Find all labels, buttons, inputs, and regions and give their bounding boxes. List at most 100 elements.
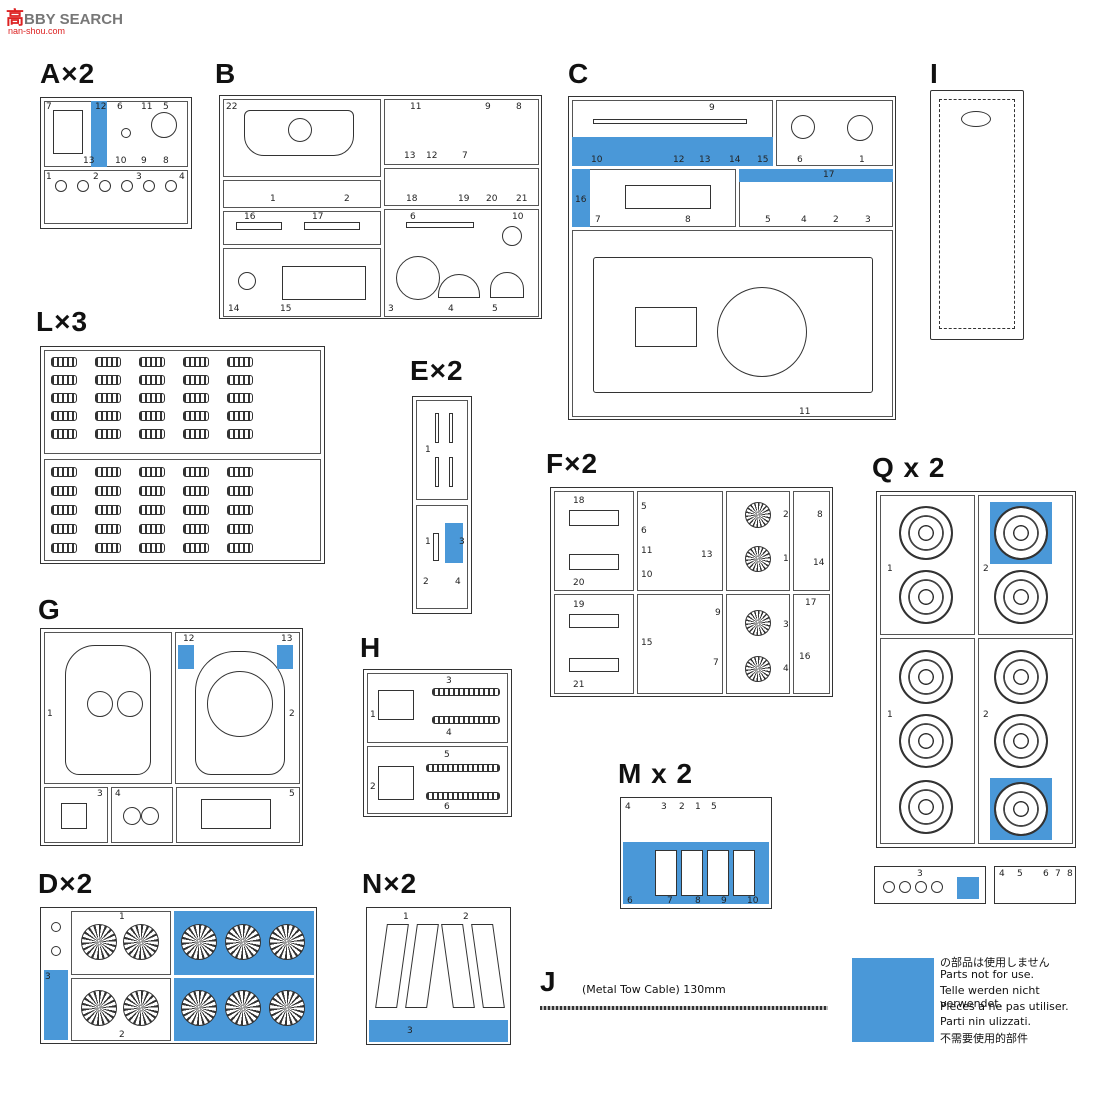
num-n2: 2 [463,912,469,922]
num-c13: 13 [699,155,711,165]
num-a4: 4 [179,172,185,182]
num-f7: 7 [713,658,719,668]
track-link [139,505,165,515]
num-c12: 12 [673,155,685,165]
sprue-q-2 [978,495,1073,635]
wheel-d1-d [225,924,261,960]
part-e1e [433,533,439,561]
track-link [95,429,121,439]
wheel-d1-c [181,924,217,960]
num-q8: 8 [1067,869,1073,879]
num-c8: 8 [685,215,691,225]
sprue-f-2 [637,491,723,591]
num-q3: 3 [917,869,923,879]
num-q2b: 2 [983,710,989,720]
sprue-f-5 [554,594,634,694]
num-b2: 2 [344,194,350,204]
num-c7: 7 [595,215,601,225]
num-e1b: 1 [425,537,431,547]
legend-line-fr: Pieces a ne pas utiliser. [940,1000,1069,1013]
num-b6: 6 [410,212,416,222]
num-m7: 7 [667,896,673,906]
wheel-d2-b [123,990,159,1026]
track-link [51,543,77,553]
track-link [51,486,77,496]
num-c17: 17 [823,170,835,180]
wheel-d2-d [225,990,261,1026]
part-m8 [681,850,703,896]
num-f17: 17 [805,598,817,608]
sprue-c-hull [572,230,893,417]
part-c11-turret-ring [717,287,807,377]
unused-part-c16 [572,169,590,227]
wheel-q1-d [899,714,953,768]
sprue-q-frame: 1 2 1 2 [876,491,1076,848]
logo-mark: 高 [6,8,24,28]
part-g2-ring [207,671,273,737]
sprue-h-upper [367,673,508,743]
num-f6: 6 [641,526,647,536]
site-logo[interactable]: 高BBY SEARCH nan-shou.com [6,4,123,36]
legend-line-en: Parts not for use. [940,968,1035,981]
wheel-q2-d [994,714,1048,768]
sprue-a-label: A×2 [40,58,96,89]
num-m9: 9 [721,896,727,906]
unused-parts-c10-15 [572,137,773,166]
sprue-g-turret-right [175,632,300,784]
num-f18: 18 [573,496,585,506]
sprue-m-frame: 4 3 2 1 5 6 7 8 9 10 [620,797,772,909]
track-link [139,375,165,385]
part-i-inner [939,99,1015,329]
num-q4: 4 [999,869,1005,879]
num-c10: 10 [591,155,603,165]
num-g13: 13 [281,634,293,644]
sprue-e-frame: 1 1 3 2 4 [412,396,472,614]
part-b22-hatch [288,118,312,142]
sprue-g-label: G [38,594,61,625]
track-link [183,411,209,421]
part-g4a [123,807,141,825]
sprue-e-upper [416,400,468,500]
sprue-b-round [384,209,539,317]
num-h6: 6 [444,802,450,812]
sprue-b-small-4 [223,211,381,245]
part-a2 [77,180,89,192]
wheel-q2-b [994,570,1048,624]
track-link [51,467,77,477]
track-link [183,486,209,496]
num-f20: 20 [573,578,585,588]
part-g3 [61,803,87,829]
part-c1 [847,115,873,141]
sprue-e-label: E×2 [410,355,464,386]
num-m4: 4 [625,802,631,812]
part-c6 [791,115,815,139]
wheel-d2-e [269,990,305,1026]
part-f2-wheel [745,502,771,528]
num-b4: 4 [448,304,454,314]
sprue-b-engine [223,248,381,317]
num-b11: 11 [410,102,422,112]
track-link [139,467,165,477]
sprue-q-3 [880,638,975,844]
num-c2: 2 [833,215,839,225]
track-link [227,486,253,496]
unused-parts-d3 [44,970,68,1040]
track-link [139,429,165,439]
tow-cable [540,1006,828,1010]
num-b15: 15 [280,304,292,314]
num-m5: 5 [711,802,717,812]
track-link [95,393,121,403]
part-e1b [449,413,453,443]
num-g12: 12 [183,634,195,644]
num-d3: 3 [45,972,51,982]
part-a11 [121,128,131,138]
track-link [95,375,121,385]
sprue-g-turret-left [44,632,172,784]
num-m6: 6 [627,896,633,906]
logo-url: nan-shou.com [8,26,66,36]
part-i-hull-tub [930,90,1024,340]
sprue-g-5 [176,787,300,843]
track-link [227,524,253,534]
logo-text: BBY SEARCH [24,11,123,28]
part-c8 [625,185,711,209]
